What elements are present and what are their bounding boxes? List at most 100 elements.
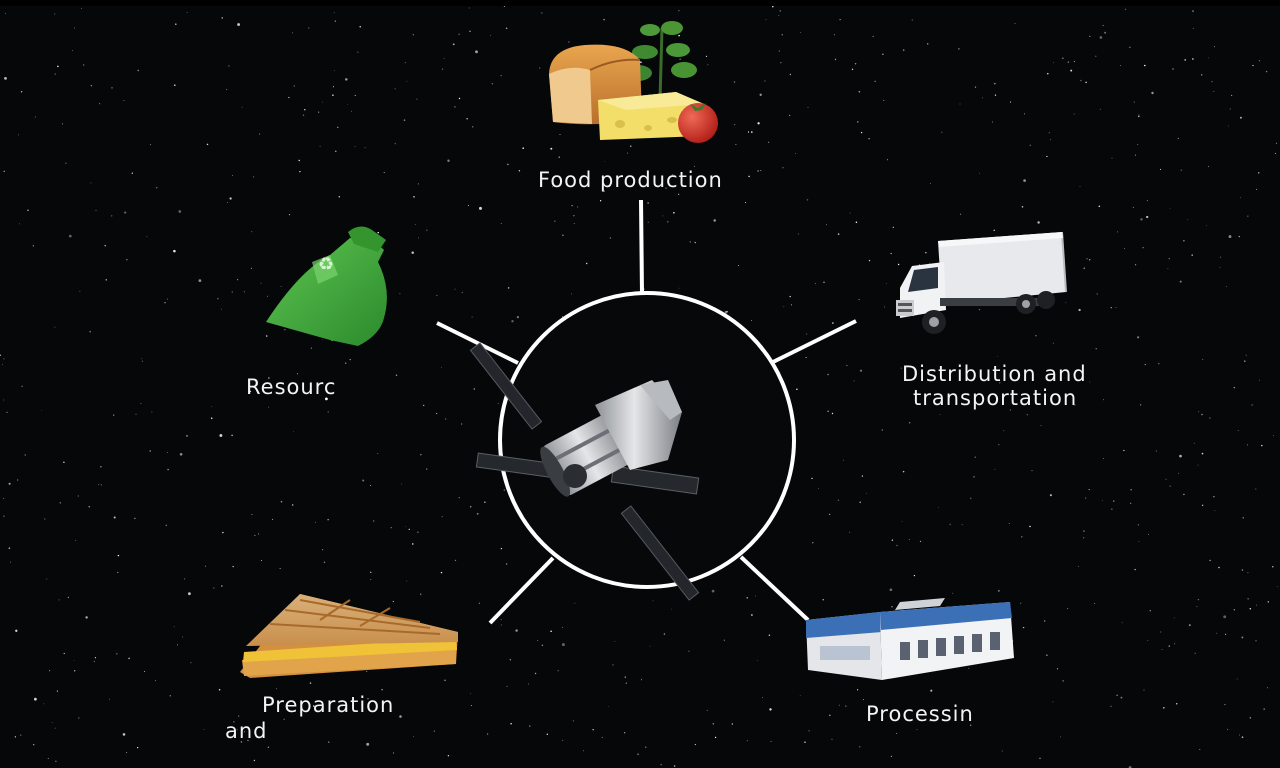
star bbox=[188, 592, 191, 596]
star bbox=[337, 126, 339, 128]
star bbox=[1008, 522, 1010, 525]
star bbox=[479, 206, 482, 210]
star bbox=[1159, 168, 1162, 170]
star bbox=[505, 27, 508, 30]
star bbox=[583, 750, 584, 752]
star bbox=[1198, 411, 1200, 413]
star bbox=[247, 739, 249, 742]
star bbox=[528, 683, 529, 685]
star bbox=[1194, 652, 1196, 654]
star bbox=[663, 633, 666, 635]
star bbox=[3, 498, 5, 499]
star bbox=[411, 251, 414, 254]
star bbox=[370, 578, 372, 581]
star bbox=[645, 746, 647, 748]
star bbox=[54, 13, 56, 15]
star bbox=[500, 75, 502, 77]
star bbox=[151, 411, 153, 413]
star bbox=[1138, 540, 1140, 542]
star bbox=[796, 388, 798, 391]
star bbox=[79, 290, 81, 292]
star bbox=[624, 732, 626, 734]
star bbox=[1197, 464, 1199, 466]
star bbox=[831, 412, 834, 415]
star bbox=[1245, 354, 1247, 356]
star bbox=[522, 147, 524, 149]
star bbox=[1267, 601, 1269, 603]
star bbox=[126, 259, 128, 261]
star bbox=[1155, 450, 1157, 452]
star bbox=[292, 504, 294, 506]
star bbox=[109, 698, 110, 700]
star bbox=[1062, 680, 1064, 682]
star bbox=[1255, 488, 1257, 490]
star bbox=[747, 131, 750, 133]
star bbox=[599, 200, 602, 202]
star bbox=[105, 279, 107, 281]
star bbox=[123, 100, 125, 101]
star bbox=[1021, 206, 1024, 208]
star bbox=[310, 347, 312, 349]
star bbox=[146, 236, 148, 237]
star bbox=[198, 279, 202, 282]
star bbox=[539, 67, 541, 69]
star bbox=[283, 718, 285, 720]
star bbox=[302, 114, 305, 116]
star bbox=[1242, 517, 1244, 519]
star bbox=[347, 104, 349, 106]
star bbox=[1124, 248, 1125, 249]
star bbox=[537, 640, 539, 641]
star bbox=[88, 506, 90, 508]
svg-text:♻: ♻ bbox=[318, 254, 334, 275]
star bbox=[746, 740, 748, 742]
star bbox=[913, 575, 916, 577]
star bbox=[788, 114, 791, 117]
star bbox=[227, 202, 228, 204]
connector-processing bbox=[739, 555, 810, 622]
star bbox=[1148, 534, 1149, 535]
star bbox=[268, 377, 270, 379]
star bbox=[546, 733, 548, 735]
star bbox=[573, 223, 575, 225]
star bbox=[1188, 624, 1191, 627]
star bbox=[333, 70, 335, 71]
star bbox=[909, 422, 911, 424]
star bbox=[624, 183, 627, 185]
star bbox=[190, 662, 192, 664]
star bbox=[572, 720, 575, 722]
star bbox=[1199, 748, 1201, 750]
star bbox=[370, 484, 372, 486]
star bbox=[604, 161, 606, 162]
star bbox=[89, 330, 91, 333]
star bbox=[426, 468, 428, 470]
star bbox=[1216, 632, 1218, 634]
star bbox=[641, 679, 642, 681]
star bbox=[6, 411, 8, 414]
star bbox=[1214, 510, 1216, 511]
star bbox=[577, 206, 579, 208]
star bbox=[1247, 598, 1249, 600]
star bbox=[748, 175, 750, 178]
star bbox=[276, 688, 277, 690]
star bbox=[1048, 132, 1050, 134]
star bbox=[395, 374, 398, 377]
star bbox=[43, 703, 45, 705]
star bbox=[186, 12, 188, 13]
star bbox=[1211, 81, 1213, 83]
star bbox=[78, 717, 80, 719]
star bbox=[1031, 470, 1033, 472]
star bbox=[1065, 302, 1067, 304]
star bbox=[98, 484, 99, 486]
star bbox=[470, 506, 472, 508]
star bbox=[217, 298, 219, 300]
star bbox=[267, 295, 268, 297]
star bbox=[72, 50, 73, 52]
center-hub bbox=[469, 291, 796, 601]
sandwich-icon bbox=[240, 594, 458, 678]
star bbox=[309, 682, 312, 684]
star bbox=[111, 87, 113, 89]
star bbox=[222, 531, 224, 534]
star bbox=[974, 456, 977, 458]
star bbox=[887, 159, 888, 161]
star bbox=[362, 479, 365, 482]
